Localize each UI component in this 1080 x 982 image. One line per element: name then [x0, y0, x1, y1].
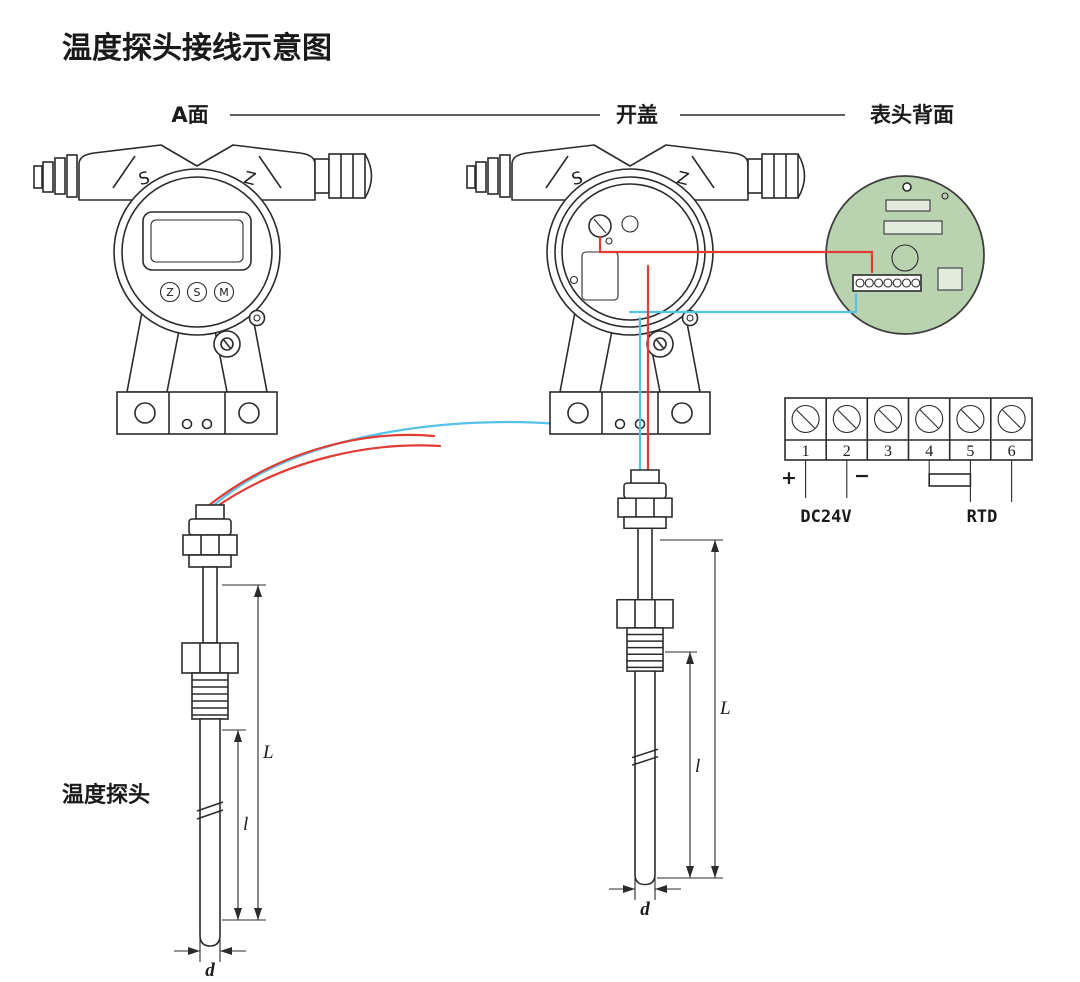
pcb-component	[937, 267, 963, 291]
dim-d-label: d	[640, 899, 650, 920]
terminal-number-1: 1	[802, 443, 810, 460]
dim-l-label: l	[243, 814, 248, 835]
terminal-screws	[791, 404, 1026, 434]
pcb-hole	[941, 192, 949, 200]
lcd-display-frame	[142, 211, 252, 271]
button-z: Z	[159, 281, 181, 303]
probe-left-dimensions: L l d	[174, 584, 274, 981]
plus-sign: +	[781, 467, 797, 489]
terminal-number-4: 4	[925, 443, 933, 460]
lcd-display-screen	[150, 219, 244, 263]
terminal-number-2: 2	[843, 443, 851, 460]
cable-gland-left	[466, 154, 511, 198]
red-wire	[206, 433, 436, 508]
dim-L-label: L	[719, 698, 731, 719]
pcb-center-hole	[891, 244, 919, 272]
pcb-terminal-strip	[852, 274, 922, 292]
front-view-label: A面	[171, 103, 208, 127]
dim-L-label: L	[262, 742, 274, 763]
open-cover-label: 开盖	[616, 103, 658, 127]
minus-sign: −	[854, 465, 870, 487]
button-z-label: Z	[166, 286, 174, 299]
probe-middle-dimensions: L l d	[609, 539, 731, 920]
cavity-hole	[621, 215, 639, 233]
cover-hinge-hole	[686, 314, 694, 322]
blue-wire	[628, 292, 858, 314]
rtd-label: RTD	[967, 507, 998, 527]
terminal-number-5: 5	[966, 443, 974, 460]
back-view-label: 表头背面	[870, 103, 954, 127]
button-m-label: M	[219, 286, 229, 299]
probe-caption: 温度探头	[62, 782, 150, 808]
wire-hole	[605, 237, 613, 245]
pcb-component	[883, 220, 943, 235]
header: A面 开盖 表头背面	[171, 103, 954, 127]
transmitter-open-view: S Z	[466, 144, 806, 435]
probe-left	[181, 504, 239, 947]
button-s: S	[186, 281, 208, 303]
pcb-screw	[902, 182, 912, 192]
button-m: M	[213, 281, 235, 303]
pcb-component	[885, 199, 931, 212]
dim-d-label: d	[205, 960, 215, 981]
pcb-back-view	[825, 175, 985, 335]
left-probe-wires	[206, 420, 560, 509]
dc24v-label: DC24V	[800, 507, 851, 527]
cover-hinge-hole	[253, 314, 261, 322]
red-wire	[598, 235, 874, 274]
dim-l-label: l	[695, 756, 700, 777]
rim-screw	[569, 275, 579, 285]
terminal-number-3: 3	[884, 443, 892, 460]
transmitter-front-view: S Z Z S M	[33, 144, 373, 435]
middle-wires	[598, 235, 874, 474]
cover-hinge-lug	[681, 309, 699, 327]
page-title: 温度探头接线示意图	[62, 31, 332, 66]
cable-gland-left	[33, 154, 78, 198]
cable-gland-right	[314, 153, 373, 199]
cover-hinge-lug	[248, 309, 266, 327]
rtd-resistor	[928, 473, 972, 487]
button-s-label: S	[194, 286, 201, 299]
cable-gland-right	[747, 153, 806, 199]
terminal-annotations: + − DC24V RTD	[781, 460, 1013, 527]
terminal-number-6: 6	[1008, 443, 1016, 460]
pcb-disc	[825, 175, 985, 335]
blue-wire	[211, 420, 560, 508]
red-wire	[214, 444, 442, 509]
probe-middle	[616, 469, 674, 886]
terminal-block: 1 2 3 4 5 6	[784, 397, 1033, 461]
